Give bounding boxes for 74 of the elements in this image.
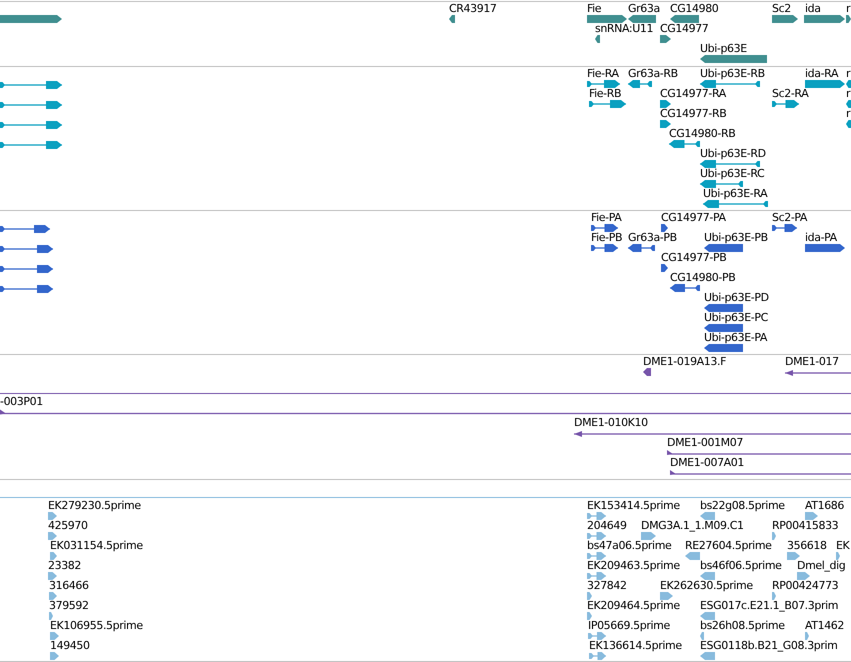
feature-label: Gr63a — [628, 2, 660, 16]
feature-label: bs46f06.5prime — [700, 559, 782, 573]
feature-label: 23382 — [48, 559, 81, 573]
feature-label: Sc2-RA — [772, 87, 808, 101]
feature-label: Sc2-PA — [772, 211, 808, 225]
feature-label: Ubi-p63E-RB — [700, 67, 765, 81]
feature-label: CG14977-RA — [660, 87, 726, 101]
feature-label: DME1-017 — [785, 355, 839, 369]
feature-label: EK209464.5prime — [587, 599, 680, 613]
feature-label: 316466 — [49, 579, 89, 593]
feature-label: r — [846, 87, 850, 101]
feature-label: DME1-010K10 — [574, 416, 648, 430]
feature-label: Ubi-p63E-PD — [704, 291, 769, 305]
feature-label: 379592 — [49, 599, 89, 613]
feature-label: CG14977-PA — [661, 211, 726, 225]
feature-label: -003P01 — [0, 395, 43, 409]
feature-label: Ubi-p63E-RD — [700, 147, 766, 161]
feature-label: Ubi-p63E-RC — [700, 167, 764, 181]
feature-label: Gr63a-PB — [628, 231, 677, 245]
feature-label: Fie-RA — [587, 67, 619, 81]
feature-label: EK209463.5prime — [587, 559, 680, 573]
feature-label: Ubi-p63E — [700, 42, 747, 56]
feature-label: 327842 — [587, 579, 627, 593]
feature-label: EK — [836, 539, 850, 553]
feature-label: Ubi-p63E-PA — [704, 331, 768, 345]
feature-label: bs22g08.5prime — [700, 499, 785, 513]
feature-label: EK106955.5prime — [50, 619, 143, 633]
feature-label: CG14977-RB — [660, 107, 726, 121]
feature-label: DME1-007A01 — [670, 456, 744, 470]
feature-label: RP00415833 — [772, 519, 838, 533]
feature-label: AT1462 — [805, 619, 844, 633]
feature-label: 356618 — [787, 539, 827, 553]
feature-label: EK279230.5prime — [48, 499, 141, 513]
feature-label: Fie-PA — [591, 211, 622, 225]
feature-label: Fie-PB — [591, 231, 622, 245]
feature-label: EK136614.5prime — [589, 639, 682, 653]
feature-label: Fie — [587, 2, 602, 16]
feature-label: DME1-001M07 — [667, 436, 743, 450]
feature-label: Dmel_dig — [797, 559, 846, 573]
feature-label: EK031154.5prime — [50, 539, 143, 553]
feature-label: RP00424773 — [772, 579, 838, 593]
feature-label: ida — [805, 2, 821, 16]
feature-label: CG14977-PB — [661, 251, 726, 265]
feature-label: CR43917 — [449, 2, 497, 16]
feature-label: Ubi-p63E-PC — [704, 311, 768, 325]
feature-label: Ubi-p63E-PB — [704, 231, 768, 245]
feature-label: ida-RA — [805, 67, 838, 81]
feature-label: snRNA:U11 — [595, 22, 654, 36]
feature-label: RE27604.5prime — [685, 539, 772, 553]
feature-label: Gr63a-RB — [628, 67, 678, 81]
feature-label: CG14980-RB — [669, 127, 736, 141]
feature-label: Fie-RB — [589, 87, 622, 101]
feature-label: Sc2 — [772, 2, 791, 16]
feature-label: EK262630.5prime — [660, 579, 753, 593]
feature-label: EK153414.5prime — [587, 499, 680, 513]
feature-label: r — [846, 67, 850, 81]
feature-label: ESG0118b.B21_G08.3prim — [700, 639, 838, 653]
feature-label: ida-PA — [805, 231, 837, 245]
feature-label: IP05669.5prime — [588, 619, 670, 633]
feature-label: ESG017c.E21.1_B07.3prim — [700, 599, 838, 613]
feature-label: bs47a06.5prime — [587, 539, 672, 553]
feature-label: 204649 — [587, 519, 627, 533]
feature-label: DMG3A.1_1.M09.C1 — [641, 519, 744, 533]
feature-label: 425970 — [48, 519, 88, 533]
feature-label: CG14980-PB — [670, 271, 736, 285]
feature-label: Ubi-p63E-RA — [703, 187, 768, 201]
feature-label: DME1-019A13.F — [643, 355, 726, 369]
feature-label: r — [846, 107, 850, 121]
feature-label: AT1686 — [805, 499, 844, 513]
feature-label: 149450 — [50, 639, 90, 653]
feature-label: CG14980 — [670, 2, 718, 16]
feature-label: bs26h08.5prime — [700, 619, 785, 633]
feature-label: CG14977 — [660, 22, 708, 36]
feature-label: r — [846, 2, 850, 16]
